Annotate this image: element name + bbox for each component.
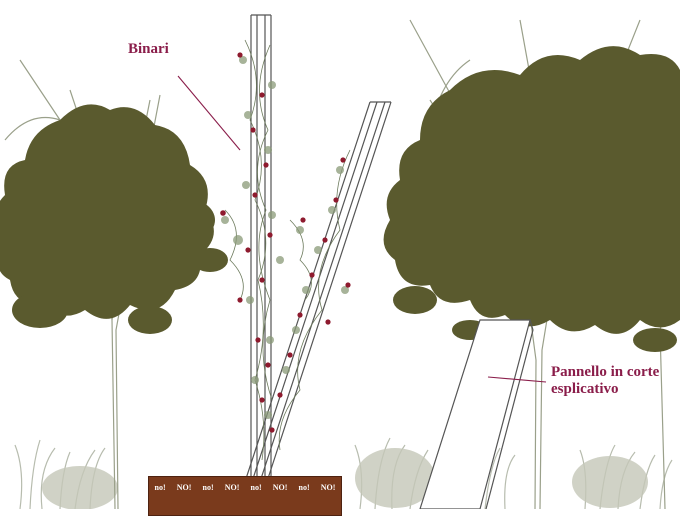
label-pannello-line2: esplicativo xyxy=(551,380,619,397)
climbing-roses xyxy=(220,39,351,461)
bench-word: no! xyxy=(154,483,166,492)
left-tree xyxy=(0,59,228,509)
bench-word: no! xyxy=(250,483,262,492)
label-pannello-line1: Pannello in corte xyxy=(551,364,660,380)
label-pannello: Pannello in corte esplicativo xyxy=(551,364,659,397)
diagonal-rail xyxy=(235,101,392,509)
label-binari: Binari xyxy=(128,41,169,57)
bench-word: NO! xyxy=(272,483,288,492)
sign-bench: no! NO! no! NO! no! NO! no! NO! xyxy=(148,476,342,516)
right-tree xyxy=(383,19,680,509)
bench-word: no! xyxy=(202,483,214,492)
vertical-rail xyxy=(250,14,272,509)
bench-word: no! xyxy=(298,483,310,492)
bench-word: NO! xyxy=(176,483,192,492)
explanatory-panel xyxy=(419,319,534,509)
bench-word: NO! xyxy=(224,483,240,492)
annotation-leaders xyxy=(177,75,547,383)
low-shrubs xyxy=(42,448,648,509)
bench-word: NO! xyxy=(320,483,336,492)
